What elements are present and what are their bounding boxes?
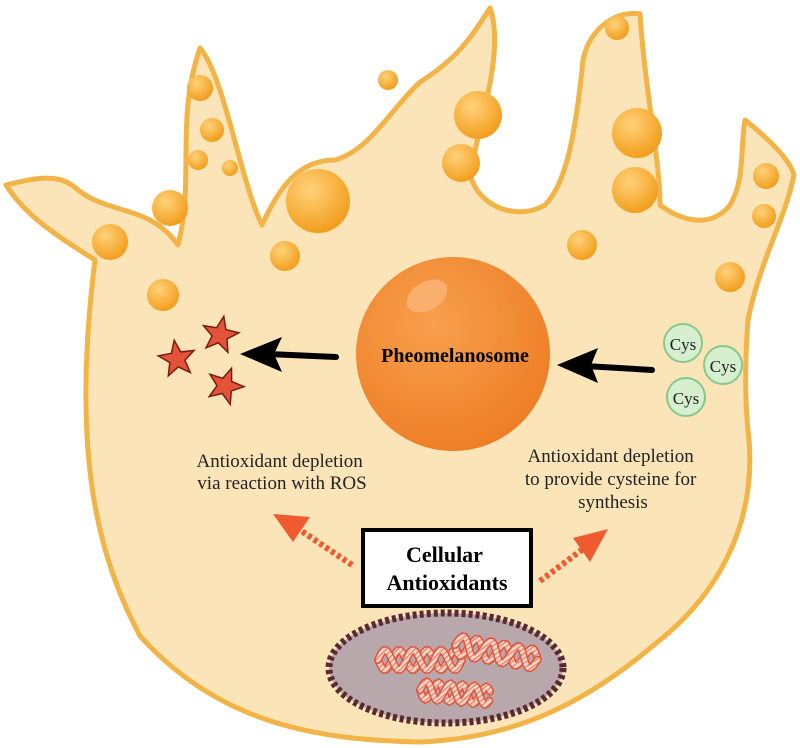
- arrow-to-ros: [240, 337, 339, 372]
- dna-strand: [374, 646, 466, 674]
- cys-label: Cys: [673, 389, 699, 408]
- granule: [605, 16, 629, 40]
- melanosome-circle: [356, 257, 550, 451]
- granule: [222, 160, 238, 176]
- dna-strand: [451, 632, 542, 673]
- box-label-line: Antioxidants: [386, 570, 507, 595]
- left-caption: Antioxidant depletion via reaction with …: [197, 451, 368, 494]
- granule: [187, 75, 213, 101]
- arrow-from-cys: [557, 348, 655, 383]
- granule: [152, 190, 188, 226]
- right-caption: Antioxidant depletion to provide cystein…: [525, 446, 701, 513]
- left-caption-line: Antioxidant depletion: [197, 451, 364, 472]
- dna-helix: [374, 632, 542, 710]
- cys-circle: [663, 323, 703, 363]
- cys-label: Cys: [710, 357, 736, 376]
- dashed-arrow-left: [273, 514, 354, 568]
- right-caption-line: Antioxidant depletion: [528, 446, 695, 467]
- box-label-line: Cellular: [406, 542, 483, 567]
- ros-star: [207, 366, 247, 407]
- granule: [286, 169, 350, 233]
- cys-circle: [703, 345, 743, 385]
- box-label: Cellular Antioxidants: [386, 542, 507, 595]
- antioxidants-box: Cellular Antioxidants: [361, 528, 533, 608]
- granule: [200, 118, 224, 142]
- dna-strand: [416, 676, 495, 710]
- melanosome-label: Pheomelanosome: [381, 345, 529, 367]
- granule: [270, 241, 300, 271]
- granule: [454, 91, 502, 139]
- granule: [753, 163, 779, 189]
- granule: [147, 279, 179, 311]
- granule: [442, 144, 480, 182]
- cys-circle: [666, 377, 706, 417]
- granule: [567, 230, 597, 260]
- granule: [378, 70, 398, 90]
- right-caption-line: to provide cysteine for: [525, 469, 697, 490]
- granule: [188, 150, 208, 170]
- ros-star: [201, 314, 242, 355]
- ros-star: [156, 338, 196, 378]
- pheomelanosome: Pheomelanosome: [356, 257, 550, 451]
- granule: [752, 204, 776, 228]
- cys-molecules: Cys Cys Cys: [663, 323, 743, 417]
- granule: [92, 224, 128, 260]
- dashed-arrow-right: [538, 529, 608, 584]
- nucleus: [325, 609, 567, 727]
- ros-stars: [156, 314, 247, 407]
- left-caption-line: via reaction with ROS: [197, 473, 366, 494]
- granule: [715, 262, 745, 292]
- right-caption-line: synthesis: [578, 492, 648, 513]
- granule: [612, 167, 658, 213]
- cys-label: Cys: [670, 335, 696, 354]
- granule: [612, 108, 662, 158]
- granules: [92, 16, 779, 311]
